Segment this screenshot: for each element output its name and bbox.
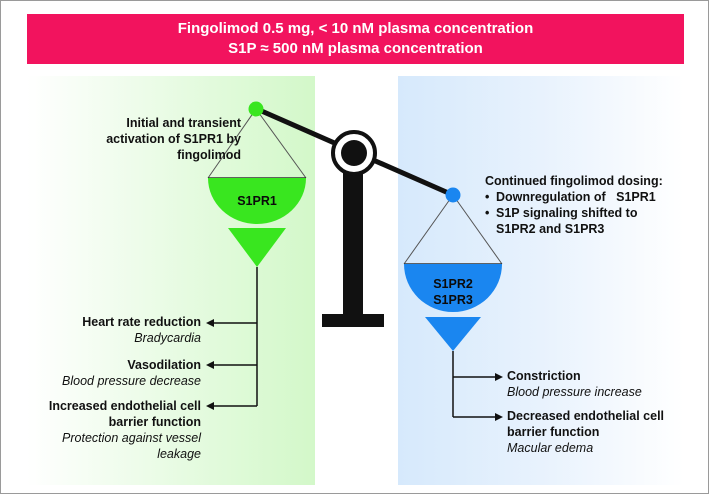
left-pan-string-left xyxy=(207,108,257,179)
left-effect-1-detail: Bradycardia xyxy=(134,331,201,345)
s1pr3-label: S1PR3 xyxy=(433,293,473,307)
right-pan-string-right xyxy=(452,194,503,265)
left-hanger-knob xyxy=(248,101,264,117)
left-effect-1-title: Heart rate reduction xyxy=(82,315,201,329)
left-pan-weight xyxy=(228,228,286,267)
right-pan-string-left xyxy=(403,194,454,265)
right-pan-bowl xyxy=(404,264,502,312)
right-effect-1: Constriction Blood pressure increase xyxy=(507,368,682,400)
left-effect-2-title: Vasodilation xyxy=(127,358,201,372)
scale-base xyxy=(322,314,384,327)
right-dosing-title: Continued fingolimod dosing: xyxy=(485,174,663,188)
left-effect-2: Vasodilation Blood pressure decrease xyxy=(41,357,201,389)
right-effect-1-title: Constriction xyxy=(507,369,581,383)
left-arrowhead-3 xyxy=(206,402,214,410)
right-effect-2: Decreased endothelial cell barrier funct… xyxy=(507,408,687,456)
left-panel-background xyxy=(27,76,315,485)
left-arrowhead-2 xyxy=(206,361,214,369)
left-effect-3-title: Increased endothelial cell barrier funct… xyxy=(48,399,201,429)
header-banner: Fingolimod 0.5 mg, < 10 nM plasma concen… xyxy=(27,14,684,64)
right-effect-2-detail: Macular edema xyxy=(507,441,594,455)
right-effect-1-detail: Blood pressure increase xyxy=(507,385,642,399)
right-arrowhead-2 xyxy=(495,413,503,421)
right-pan-weight xyxy=(425,317,481,351)
right-dosing-note: Continued fingolimod dosing: Downregulat… xyxy=(485,173,675,237)
scale-post xyxy=(343,173,363,316)
left-effect-3-detail: Protection against vessel leakage xyxy=(62,431,201,461)
right-bullet-2: S1P signaling shifted to S1PR2 and S1PR3 xyxy=(485,205,675,237)
s1pr2-s1pr3-label: S1PR2 S1PR3 xyxy=(404,276,502,308)
left-effect-2-detail: Blood pressure decrease xyxy=(62,374,201,388)
right-hanger-knob xyxy=(445,187,461,203)
header-line-2: S1P ≈ 500 nM plasma concentration xyxy=(228,40,483,57)
left-effect-3: Increased endothelial cell barrier funct… xyxy=(41,398,201,462)
right-arrowhead-1 xyxy=(495,373,503,381)
left-activation-note: Initial and transient activation of S1PR… xyxy=(106,116,241,162)
left-pan-string-right xyxy=(255,108,307,179)
right-dosing-bullets: Downregulation of S1PR1 S1P signaling sh… xyxy=(485,189,675,237)
left-effect-1: Heart rate reduction Bradycardia xyxy=(41,314,201,346)
right-effect-2-title: Decreased endothelial cell barrier funct… xyxy=(507,409,665,439)
right-bullet-1: Downregulation of S1PR1 xyxy=(485,189,675,205)
header-line-1: Fingolimod 0.5 mg, < 10 nM plasma concen… xyxy=(177,20,534,37)
left-pan-bowl xyxy=(208,178,306,224)
left-arrowhead-1 xyxy=(206,319,214,327)
pivot-center xyxy=(341,140,367,166)
s1pr1-label: S1PR1 xyxy=(237,194,277,208)
s1pr2-label: S1PR2 xyxy=(433,277,473,291)
